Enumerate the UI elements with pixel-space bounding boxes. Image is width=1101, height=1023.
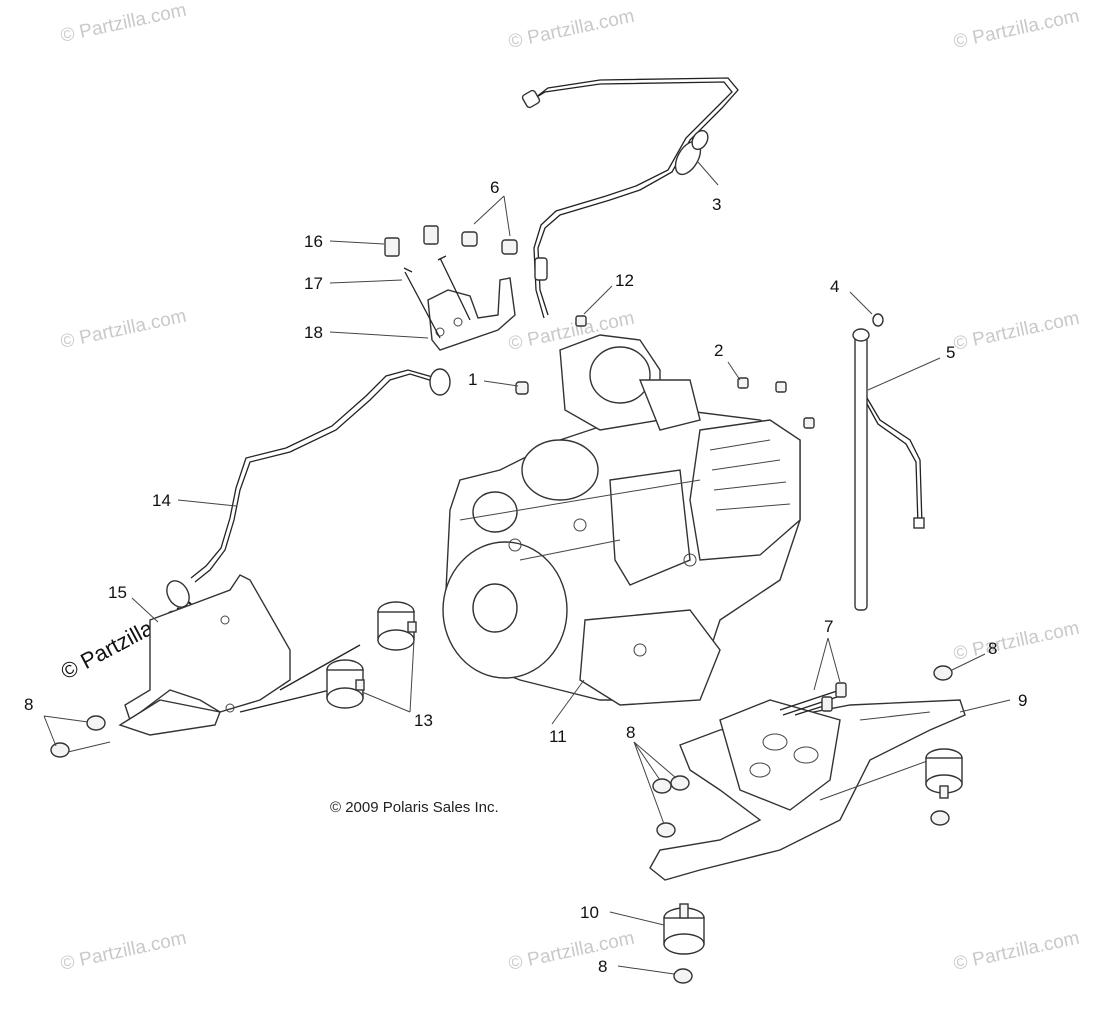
part-7-bolts [779, 682, 847, 716]
copyright-text: © 2009 Polaris Sales Inc. [330, 799, 499, 816]
callout-12: 12 [615, 271, 634, 290]
callout-16: 16 [304, 232, 323, 251]
callout-7: 7 [824, 617, 833, 636]
callout-9: 9 [1018, 691, 1027, 710]
watermark-top-right: © Partzilla.com [952, 6, 1082, 53]
callout-8-right: 8 [988, 639, 997, 658]
watermark-bottom-right: © Partzilla.com [952, 928, 1082, 975]
callout-10: 10 [580, 903, 599, 922]
small-fasteners [515, 315, 815, 429]
callout-5: 5 [946, 343, 955, 362]
callout-3: 3 [712, 195, 721, 214]
watermark-mid-left: © Partzilla.com [59, 306, 189, 353]
part-18-bracket [384, 225, 518, 351]
part-13-mounts [326, 601, 417, 709]
callout-8-left: 8 [24, 695, 33, 714]
callout-17: 17 [304, 274, 323, 293]
part-9-mount-frame [649, 699, 966, 881]
callout-13: 13 [414, 711, 433, 730]
watermark-top-left: © Partzilla.com [59, 0, 189, 47]
leader-lines [43, 161, 1011, 975]
watermark-mid-right: © Partzilla.com [952, 308, 1082, 355]
watermark-top-center: © Partzilla.com [507, 6, 637, 53]
callout-8-bottom: 8 [598, 957, 607, 976]
part-10-mounts [663, 748, 963, 955]
part-3-upper-line [521, 77, 739, 319]
watermark-center-right: © Partzilla.com [952, 618, 1082, 665]
callout-11: 11 [549, 727, 567, 746]
callout-14: 14 [152, 491, 171, 510]
part-8-nuts [50, 665, 953, 984]
callout-8-center: 8 [626, 723, 635, 742]
part-5-dipstick [852, 313, 925, 611]
callout-18: 18 [304, 323, 323, 342]
part-14-lower-line [166, 368, 451, 608]
callout-2: 2 [714, 341, 723, 360]
watermark-bottom-center: © Partzilla.com [507, 928, 637, 975]
callout-6: 6 [490, 178, 499, 197]
part-11-engine [442, 334, 801, 706]
callout-1: 1 [468, 370, 477, 389]
callout-15: 15 [108, 583, 127, 602]
callouts: 3 6 16 17 18 12 4 5 2 1 14 15 13 8 11 7 … [24, 178, 1027, 976]
watermark-bottom-left: © Partzilla.com [59, 928, 189, 975]
callout-4: 4 [830, 277, 839, 296]
part-15-bracket [118, 574, 361, 736]
